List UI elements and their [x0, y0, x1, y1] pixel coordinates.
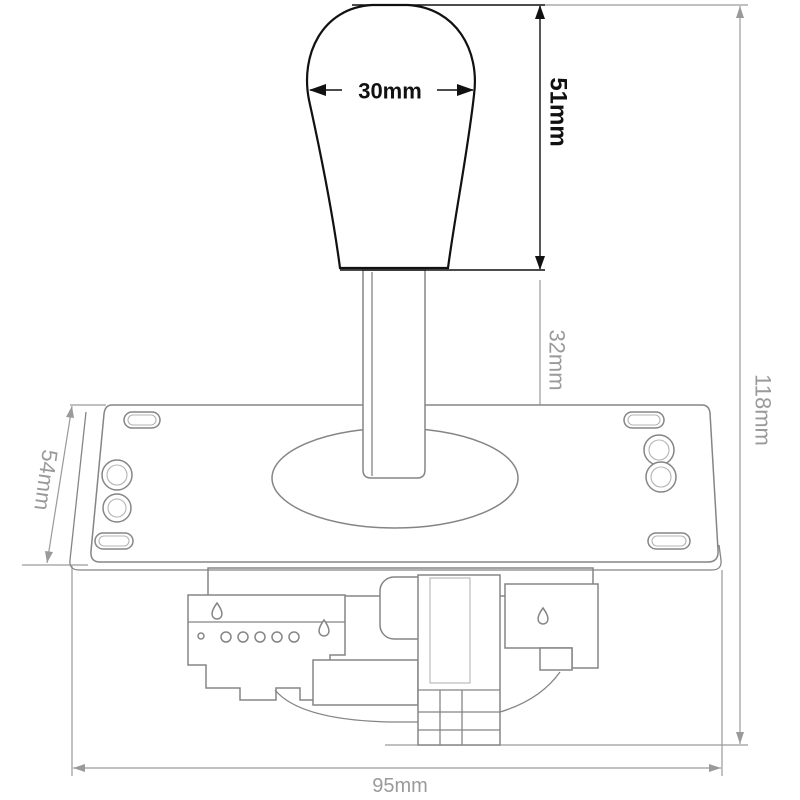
plate-width-dimension: 95mm: [71, 566, 723, 797]
terminal-hole: [271, 631, 283, 643]
plate-width-arrowhead-left: [73, 764, 85, 772]
terminal-hole: [254, 631, 266, 643]
shaft-height-dimension: 32mm: [428, 280, 585, 483]
left-microswitch: [187, 594, 346, 701]
right-microswitch-tab: [539, 647, 573, 671]
plate-width-arrowhead-right: [709, 764, 721, 772]
lower-mechanism: [187, 567, 599, 746]
shaft: [362, 269, 426, 479]
mounting-slot-inner: [627, 414, 661, 426]
plate-depth-arrowhead-top: [66, 406, 74, 418]
base-arc-right: [499, 671, 561, 713]
plate-thickness-edge: [69, 411, 722, 571]
lower-box: [312, 659, 419, 706]
mounting-hole-inner: [106, 464, 128, 486]
plate-depth-line: [46, 405, 73, 564]
overall-height-label: 118mm: [751, 374, 776, 446]
knob-height-label: 51mm: [545, 77, 572, 146]
knob-width-arrowhead-right: [457, 84, 474, 96]
plate-width-label: 95mm: [372, 775, 428, 797]
knob-width-arrowhead-left: [309, 84, 326, 96]
mounting-slot-inner: [98, 535, 130, 547]
switch-tab-marker: [318, 618, 330, 637]
switch-tab-marker: [211, 601, 223, 620]
shaft-body: [362, 269, 426, 479]
ball-top-knob: [305, 3, 476, 270]
mounting-slot-inner: [651, 535, 687, 547]
shaft-height-label: 32mm: [545, 329, 570, 390]
switch-tab-marker: [537, 606, 549, 625]
base-arc-left: [274, 689, 418, 723]
terminal-hole: [288, 631, 300, 643]
overall-height-arrowhead-top: [736, 6, 744, 18]
knob-height-dimension: 51mm: [340, 4, 572, 271]
terminal-hole: [197, 632, 205, 640]
overall-height-arrowhead-bottom: [736, 732, 744, 744]
mounting-slot-inner: [127, 414, 157, 426]
knob-width-label: 30mm: [358, 79, 422, 104]
mounting-hole-inner: [650, 466, 672, 488]
plate-depth-arrowhead-bottom: [45, 551, 53, 563]
knob-height-arrowhead-bottom: [535, 256, 545, 270]
knob-height-arrowhead-top: [535, 5, 545, 19]
mounting-hole-inner: [107, 498, 127, 518]
terminal-hole: [237, 631, 249, 643]
terminal-hole: [220, 631, 232, 643]
mounting-hole-inner: [648, 439, 670, 461]
plate-depth-label: 54mm: [29, 448, 62, 512]
knob-width-dimension: 30mm: [309, 79, 474, 104]
center-column-inner: [429, 577, 471, 684]
